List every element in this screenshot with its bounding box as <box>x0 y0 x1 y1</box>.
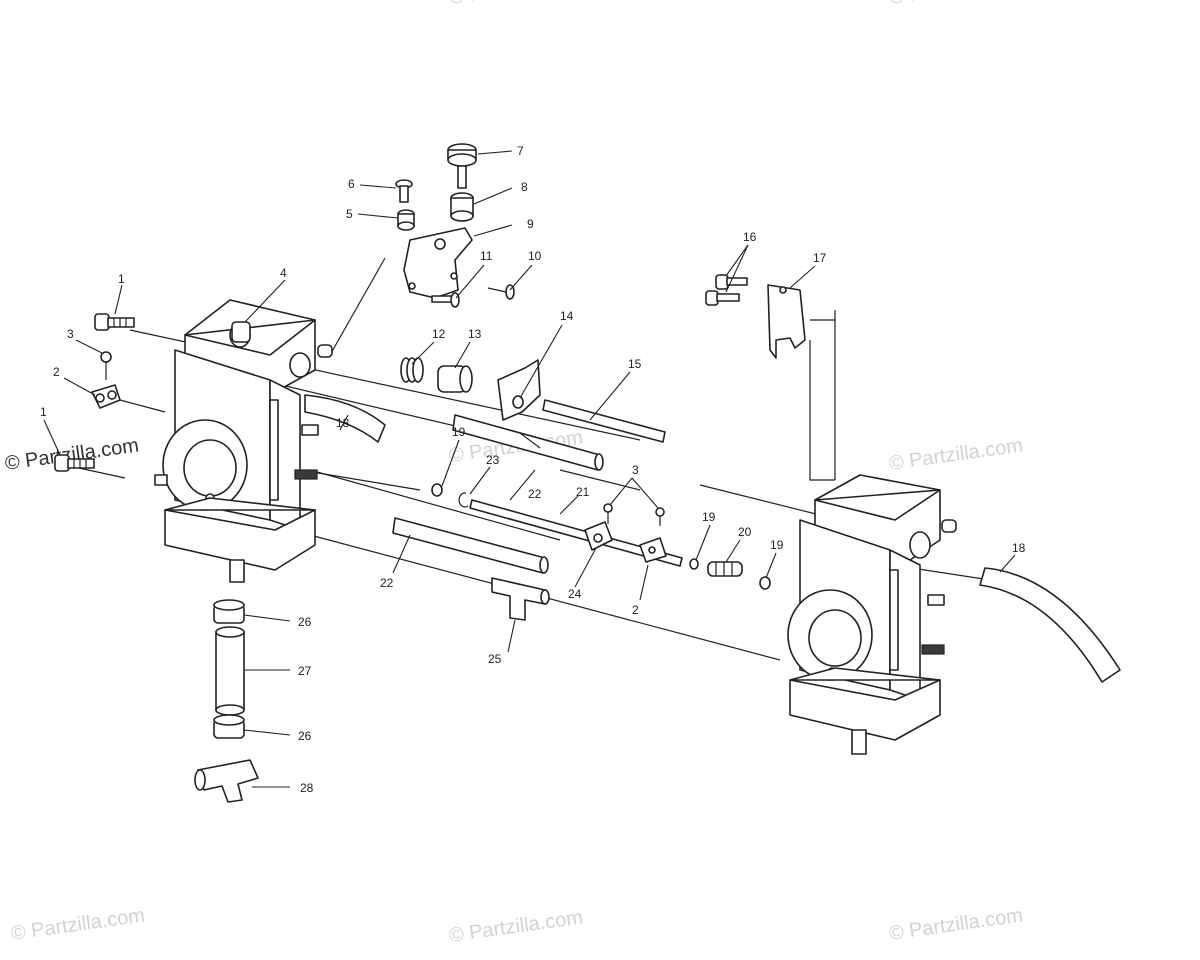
callout-8: 8 <box>521 180 528 194</box>
callout-26-lower: 26 <box>298 729 312 743</box>
callout-9: 9 <box>527 217 534 231</box>
part-26-clamp-lower <box>213 714 245 739</box>
part-8-spring <box>450 192 474 222</box>
part-2-clamp-right <box>639 537 667 563</box>
part-23-clip <box>458 492 469 508</box>
watermark-left-edge: © Partzilla.com <box>4 434 141 475</box>
part-4-plug <box>231 321 251 343</box>
callout-19-mid: 19 <box>702 510 716 524</box>
part-20-spring <box>707 561 743 577</box>
callout-19-left: 19 <box>452 425 466 439</box>
part-15-shaft <box>542 399 666 443</box>
right-carburetor-body <box>787 474 957 755</box>
assembly-axes <box>64 257 991 661</box>
callout-1-lower: 1 <box>40 405 47 419</box>
part-16-screws <box>705 274 748 306</box>
leader-lines <box>43 150 1016 788</box>
callout-13: 13 <box>468 327 482 341</box>
part-9-bracket <box>403 227 473 299</box>
part-25-tee-fitting <box>491 577 550 621</box>
callout-24: 24 <box>568 587 582 601</box>
callout-20: 20 <box>738 525 752 539</box>
part-7-adjuster-screw <box>447 143 477 189</box>
part-27-hose <box>215 626 245 716</box>
part-18-hose-left <box>304 394 386 443</box>
callout-21: 21 <box>576 485 590 499</box>
callout-28: 28 <box>300 781 314 795</box>
callout-25: 25 <box>488 652 502 666</box>
watermark-bottom-right: © Partzilla.com <box>888 904 1025 945</box>
part-14-lever <box>497 359 541 421</box>
part-26-clamp-upper <box>213 599 245 624</box>
part-3-screw-left <box>100 351 112 380</box>
part-12-spring <box>400 357 424 383</box>
callout-18-left: 18 <box>336 416 350 430</box>
part-28-tee-fitting <box>194 759 259 803</box>
callout-3-right: 3 <box>632 463 639 477</box>
callout-5: 5 <box>346 207 353 221</box>
callout-numbers: 1 1 2 2 3 3 4 5 6 7 8 9 10 11 12 13 14 1… <box>40 144 1026 795</box>
part-17-bracket <box>767 284 806 359</box>
callout-3-left: 3 <box>67 327 74 341</box>
callout-17: 17 <box>813 251 827 265</box>
callout-23: 23 <box>486 453 500 467</box>
callout-22-lower: 22 <box>380 576 394 590</box>
callout-27: 27 <box>298 664 312 678</box>
watermark-top-right: © Partzilla.com <box>888 0 1025 9</box>
part-19-washers <box>431 483 771 590</box>
callout-16: 16 <box>743 230 757 244</box>
part-2-clamp-left <box>91 384 121 409</box>
callout-6: 6 <box>348 177 355 191</box>
callout-18-right: 18 <box>1012 541 1026 555</box>
part-24-lever-block <box>584 521 613 551</box>
part-10-screw <box>487 284 515 300</box>
callout-11: 11 <box>480 249 493 263</box>
part-5-spring <box>397 209 415 231</box>
watermark-top-mid: © Partzilla.com <box>448 0 585 9</box>
part-6-screw <box>395 179 413 203</box>
callout-10: 10 <box>528 249 542 263</box>
part-1-screw-upper <box>94 313 135 331</box>
callout-1-upper: 1 <box>118 272 125 286</box>
watermark-bottom-mid: © Partzilla.com <box>448 906 585 947</box>
callout-7: 7 <box>517 144 524 158</box>
callout-2-right: 2 <box>632 603 639 617</box>
part-18-hose-right <box>979 567 1121 683</box>
watermark-bottom-left: © Partzilla.com <box>10 904 147 945</box>
part-3-screws-right <box>603 503 665 526</box>
part-13-bushing <box>437 365 473 393</box>
callout-22-upper: 22 <box>528 487 542 501</box>
part-22-tube-upper <box>452 414 604 471</box>
callout-12: 12 <box>432 327 446 341</box>
part-1-screw-lower <box>54 454 95 472</box>
callout-14: 14 <box>560 309 574 323</box>
callout-4: 4 <box>280 266 287 280</box>
callout-19-right: 19 <box>770 538 784 552</box>
callout-26-upper: 26 <box>298 615 312 629</box>
watermark-mid-right: © Partzilla.com <box>888 434 1025 475</box>
part-22-tube-lower <box>392 517 549 574</box>
watermarks: © Partzilla.com © Partzilla.com © Partzi… <box>4 0 1025 947</box>
callout-2-left: 2 <box>53 365 60 379</box>
callout-15: 15 <box>628 357 642 371</box>
